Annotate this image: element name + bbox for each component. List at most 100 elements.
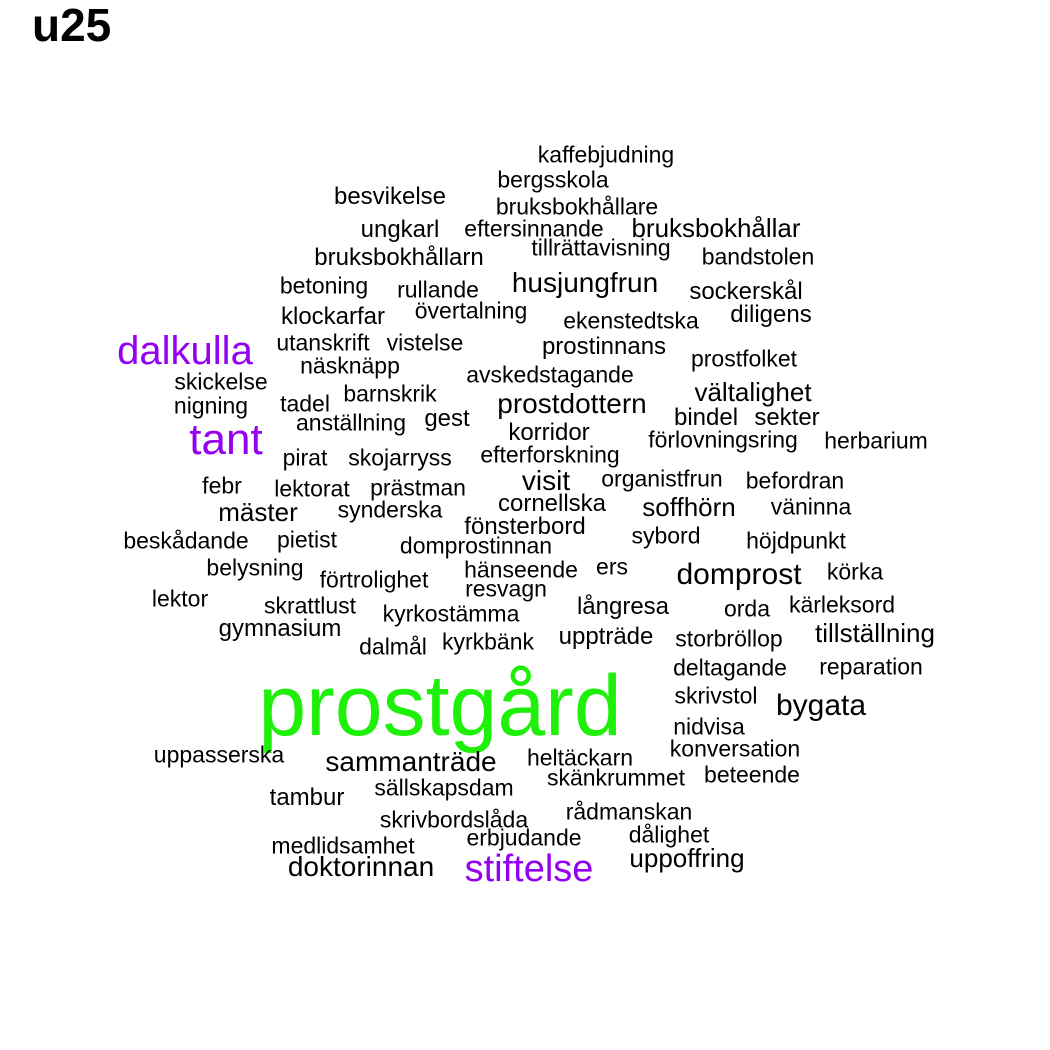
word-54: synderska	[337, 496, 443, 523]
word-84: nidvisa	[673, 713, 745, 740]
word-45: organistfrun	[601, 465, 723, 492]
word-4: kaffebjudning	[537, 141, 675, 168]
word-28: skickelse	[174, 368, 268, 395]
word-81: reparation	[819, 653, 923, 680]
word-11: tillrättavisning	[531, 234, 671, 261]
word-78: dalmål	[359, 633, 427, 660]
word-42: skojarryss	[348, 444, 452, 471]
word-34: bindel	[673, 404, 739, 431]
word-13: bandstolen	[701, 243, 815, 270]
word-65: körka	[826, 558, 884, 585]
word-68: lektor	[151, 585, 209, 612]
word-93: rådmanskan	[565, 798, 693, 825]
word-72: kärleksord	[788, 591, 896, 618]
word-85: konversation	[669, 735, 801, 762]
word-33: prostdottern	[497, 388, 647, 419]
chart-title: u25	[32, 0, 112, 51]
word-39: förlovningsring	[648, 426, 798, 453]
word-71: orda	[723, 595, 771, 622]
word-89: skänkrummet	[546, 764, 686, 791]
word-86: uppasserska	[153, 741, 285, 768]
word-92: tambur	[269, 784, 345, 811]
word-18: övertalning	[414, 297, 528, 324]
word-17: sockerskål	[689, 278, 803, 305]
word-56: beskådande	[123, 527, 249, 554]
word-53: mäster	[218, 497, 298, 527]
word-76: uppträde	[558, 623, 654, 650]
word-61: belysning	[206, 554, 304, 581]
word-59: sybord	[631, 522, 701, 549]
word-49: prästman	[370, 474, 466, 501]
word-82: skrivstol	[674, 682, 758, 709]
word-1: dalkulla	[117, 329, 253, 373]
word-23: vistelse	[386, 329, 464, 356]
word-80: deltagande	[673, 654, 787, 681]
word-95: dålighet	[628, 821, 710, 848]
word-55: fönsterbord	[464, 513, 586, 540]
word-57: pietist	[276, 526, 338, 553]
word-19: klockarfar	[280, 303, 386, 330]
word-12: bruksbokhållarn	[314, 244, 484, 271]
word-75: tillställning	[815, 618, 935, 648]
word-38: korridor	[508, 419, 590, 446]
word-16: rullande	[397, 276, 479, 303]
word-48: lektorat	[274, 475, 350, 502]
word-9: eftersinnande	[464, 215, 604, 242]
word-66: förtrolighet	[319, 566, 429, 593]
word-83: bygata	[775, 689, 867, 722]
word-73: kyrkostämma	[382, 600, 520, 627]
word-90: beteende	[704, 761, 800, 788]
word-7: bruksbokhållare	[495, 193, 659, 220]
word-20: diligens	[730, 301, 812, 328]
word-99: doktorinnan	[287, 851, 435, 882]
word-67: resvagn	[465, 575, 547, 602]
word-77: storbröllop	[675, 625, 783, 652]
word-29: vältalighet	[694, 377, 812, 407]
word-2: tant	[189, 415, 263, 464]
word-52: väninna	[770, 493, 852, 520]
word-31: nigning	[173, 392, 249, 419]
word-27: avskedstagande	[466, 361, 634, 388]
word-43: efterforskning	[480, 441, 620, 468]
word-79: kyrkbänk	[441, 628, 535, 655]
word-37: gest	[424, 405, 470, 432]
word-21: ekenstedtska	[563, 307, 699, 334]
word-94: skrivbordslåda	[379, 806, 529, 833]
word-97: medlidsamhet	[271, 832, 415, 859]
word-74: gymnasium	[218, 615, 342, 642]
word-0: prostgård	[258, 658, 622, 754]
word-60: höjdpunkt	[746, 527, 846, 554]
word-6: besvikelse	[333, 183, 447, 210]
word-26: näsknäpp	[300, 352, 400, 379]
word-87: sammanträde	[325, 746, 497, 777]
word-47: febr	[202, 472, 242, 499]
word-46: befordran	[745, 467, 845, 494]
word-91: sällskapsdam	[374, 774, 514, 801]
word-96: erbjudande	[466, 824, 582, 851]
word-30: barnskrik	[343, 380, 437, 407]
word-5: bergsskola	[497, 166, 609, 193]
word-8: ungkarl	[360, 216, 440, 243]
word-88: heltäckarn	[526, 744, 634, 771]
word-50: cornellska	[497, 490, 607, 517]
word-32: tadel	[280, 390, 330, 417]
word-25: prostfolket	[690, 345, 798, 372]
word-51: soffhörn	[642, 492, 736, 522]
word-69: skrattlust	[263, 592, 357, 619]
word-14: husjungfrun	[511, 267, 659, 298]
word-63: ers	[596, 553, 628, 580]
word-10: bruksbokhållar	[631, 213, 801, 243]
word-36: anställning	[296, 409, 406, 436]
word-62: hänseende	[464, 556, 578, 583]
word-70: långresa	[576, 593, 670, 620]
word-24: prostinnans	[541, 333, 667, 360]
word-35: sekter	[754, 404, 820, 431]
word-44: visit	[521, 465, 571, 496]
word-40: herbarium	[824, 427, 928, 454]
word-98: uppoffring	[629, 843, 745, 873]
word-3: stiftelse	[464, 848, 594, 890]
word-22: utanskrift	[276, 329, 370, 356]
word-64: domprost	[676, 558, 802, 591]
word-58: domprostinnan	[399, 532, 553, 559]
